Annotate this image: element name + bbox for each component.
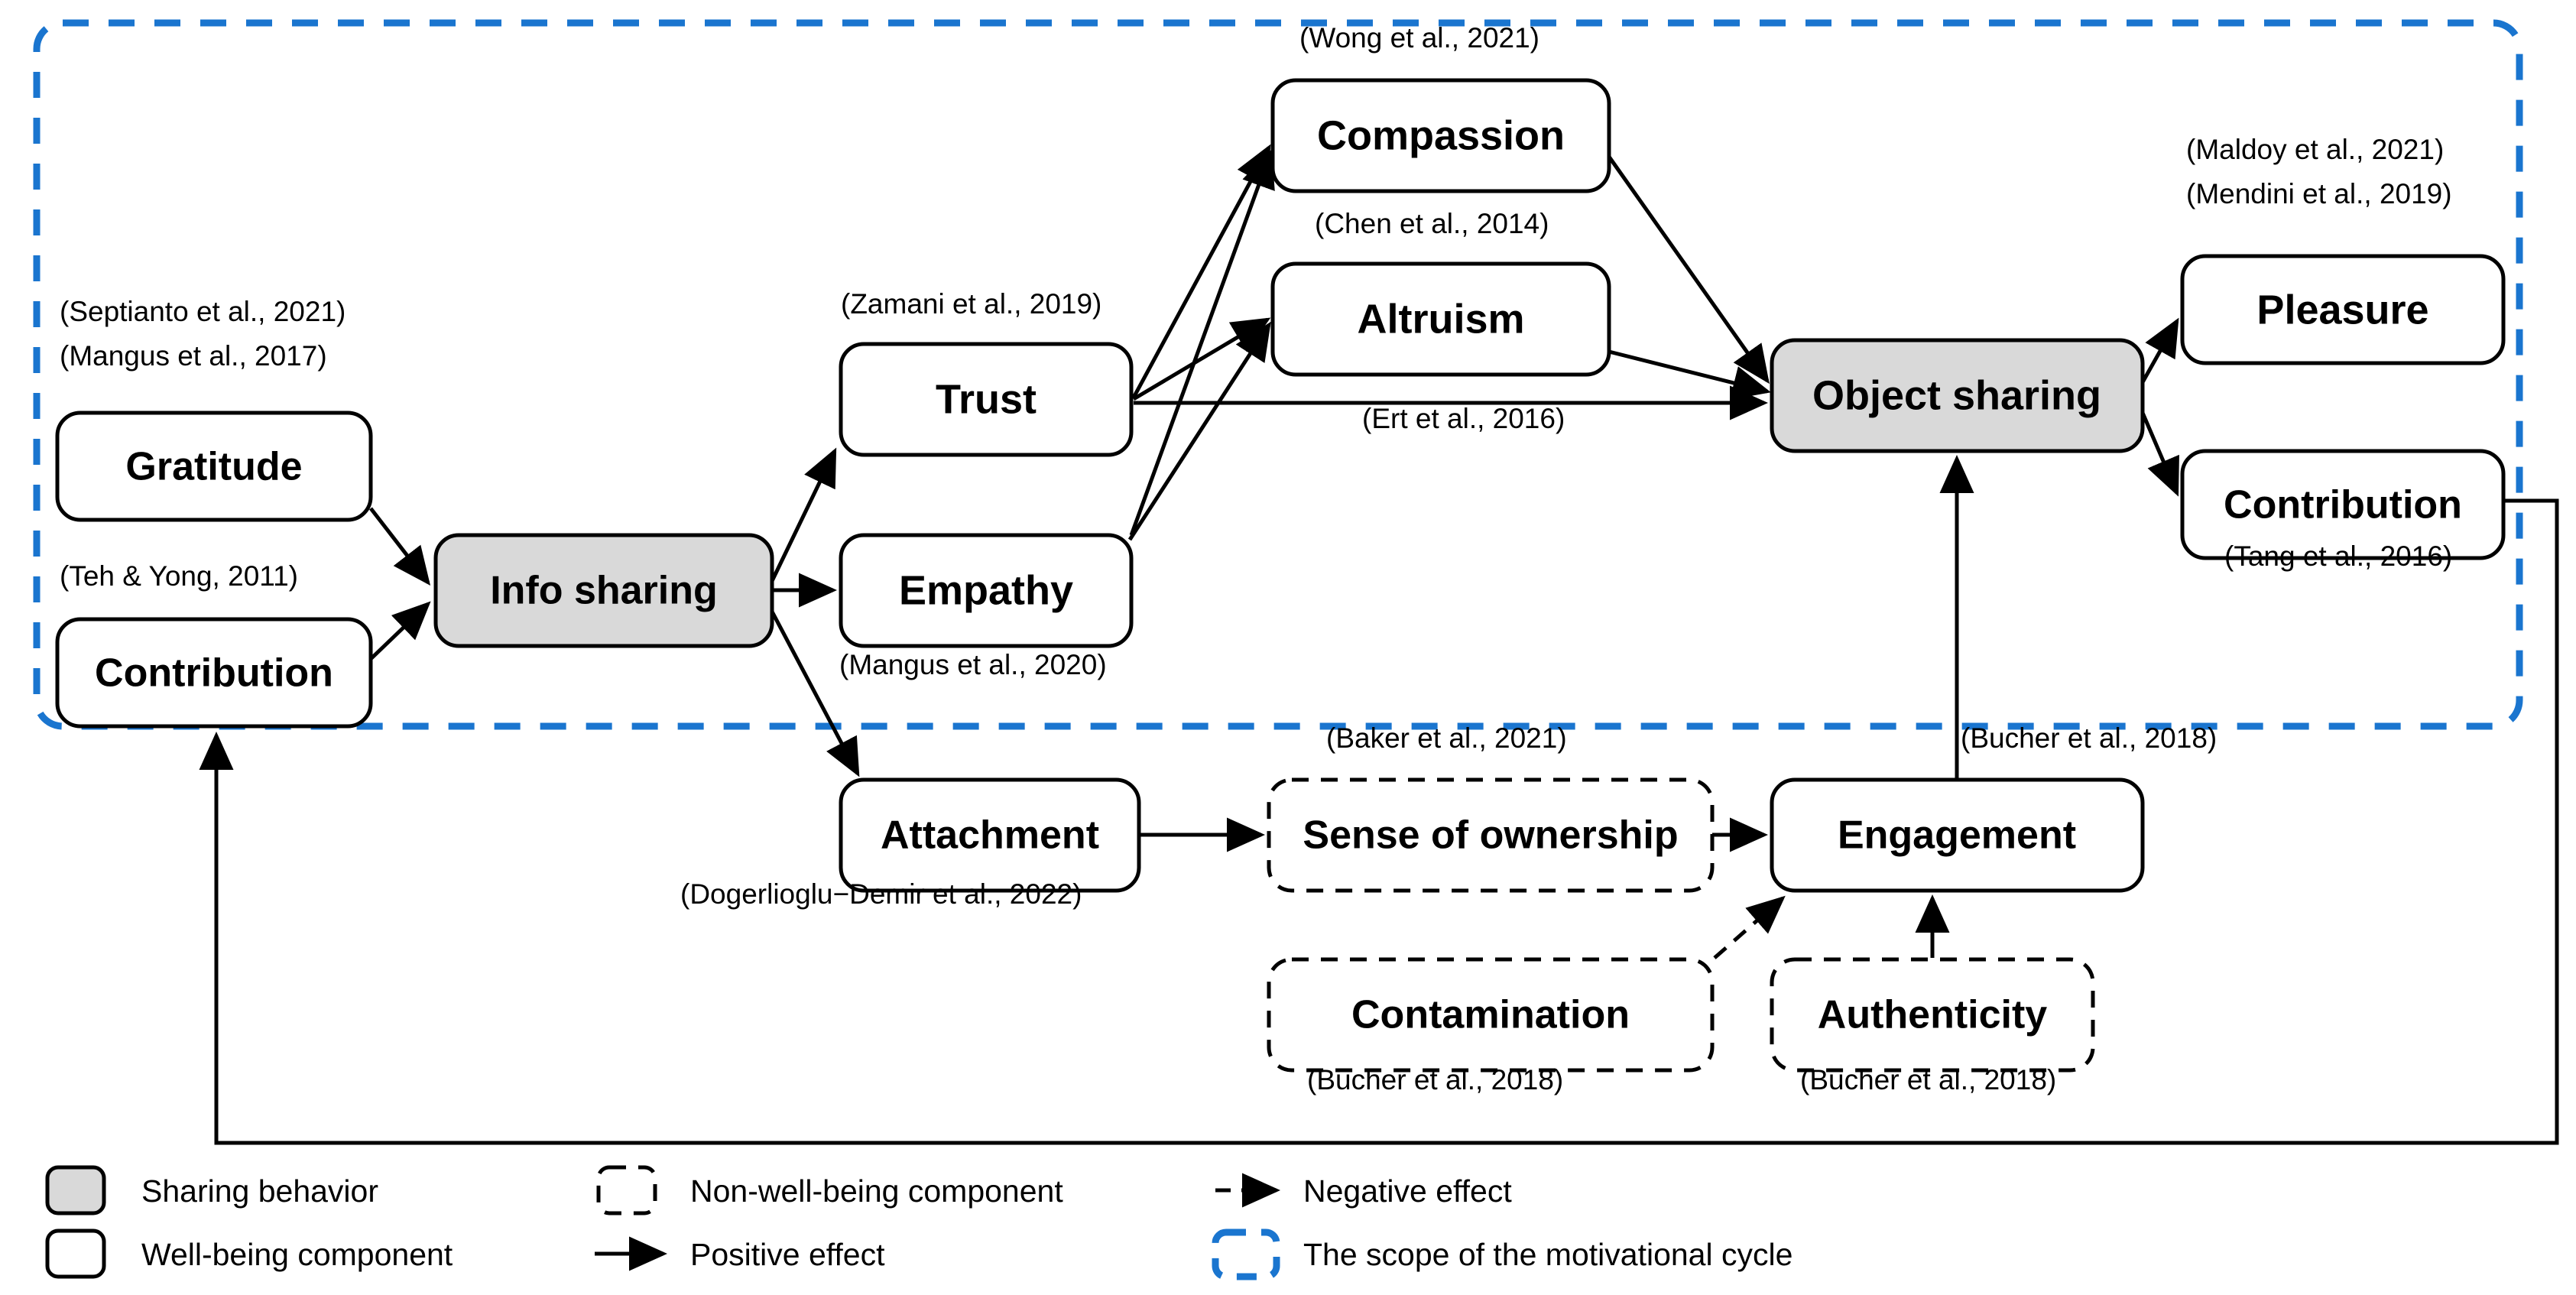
node-object-sharing-box[interactable] <box>1770 338 2145 453</box>
node-compassion-box[interactable] <box>1270 78 1611 193</box>
edge-info-sharing-to-attachment <box>770 610 860 777</box>
node-compassion[interactable]: Compassion <box>1270 78 1611 193</box>
edge-gratitude-to-info-sharing <box>369 507 431 586</box>
legend-label-scope-of-cycle: The scope of the motivational cycle <box>1303 1237 1792 1272</box>
node-authenticity-box[interactable] <box>1770 957 2095 1073</box>
citation-baker: (Baker et al., 2021) <box>1326 722 1567 754</box>
edge-empathy-to-altruism <box>1127 321 1271 541</box>
node-trust[interactable]: Trust <box>839 342 1134 457</box>
node-pleasure[interactable]: Pleasure <box>2180 254 2506 365</box>
legend-swatch-well-being-component <box>45 1228 106 1279</box>
citation-teh-yong: (Teh & Yong, 2011) <box>60 560 298 592</box>
edge-object-sharing-to-contribution <box>2140 412 2179 497</box>
node-info-sharing[interactable]: Info sharing <box>433 533 774 648</box>
node-gratitude-label: Gratitude <box>125 445 302 489</box>
node-authenticity-label: Authenticity <box>1818 993 2048 1037</box>
node-sense-of-ownership-box[interactable] <box>1267 777 1715 893</box>
citation-septianto: (Septianto et al., 2021) <box>60 296 346 327</box>
node-empathy[interactable]: Empathy <box>839 533 1134 648</box>
citation-maldoy: (Maldoy et al., 2021) <box>2186 134 2444 165</box>
citation-wong: (Wong et al., 2021) <box>1299 22 1539 54</box>
node-gratitude[interactable]: Gratitude <box>55 411 373 522</box>
legend-label-positive-effect: Positive effect <box>690 1237 885 1272</box>
citation-dogerlioglu-demir: (Dogerlioglu−Demir et al., 2022) <box>680 878 1082 910</box>
citations-layer: (Septianto et al., 2021) (Mangus et al.,… <box>60 22 2452 1095</box>
node-contribution-right-box[interactable] <box>2180 449 2506 560</box>
edge-object-sharing-to-pleasure <box>2140 317 2179 384</box>
citation-bucher-authenticity: (Bucher et al., 2018) <box>1800 1064 2056 1095</box>
node-trust-label: Trust <box>936 376 1037 422</box>
scope-boundary <box>33 19 2523 730</box>
citation-mangus-2020: (Mangus et al., 2020) <box>839 649 1107 680</box>
node-altruism[interactable]: Altruism <box>1270 261 1611 377</box>
edge-altruism-to-object-sharing <box>1608 349 1771 400</box>
node-contribution-left-label: Contribution <box>95 651 333 696</box>
node-sense-of-ownership[interactable]: Sense of ownership <box>1267 777 1715 893</box>
legend-label-well-being-component: Well-being component <box>141 1237 453 1272</box>
node-gratitude-box[interactable] <box>55 411 373 522</box>
node-trust-box[interactable] <box>839 342 1134 457</box>
edge-compassion-to-object-sharing <box>1607 155 1770 385</box>
node-compassion-label: Compassion <box>1317 112 1565 158</box>
legend-swatch-non-well-being-component <box>596 1165 657 1215</box>
node-altruism-box[interactable] <box>1270 261 1611 377</box>
node-contribution-left[interactable]: Contribution <box>55 617 373 729</box>
node-pleasure-label: Pleasure <box>2256 287 2428 333</box>
edge-empathy-to-compassion <box>1129 149 1275 536</box>
node-contribution-right-label: Contribution <box>2224 483 2462 527</box>
node-sense-of-ownership-label: Sense of ownership <box>1303 813 1678 858</box>
citation-bucher-contamination: (Bucher et al., 2018) <box>1307 1064 1563 1095</box>
citation-tang: (Tang et al., 2016) <box>2224 540 2452 572</box>
node-contribution-left-box[interactable] <box>55 617 373 729</box>
node-engagement-label: Engagement <box>1838 813 2076 858</box>
node-attachment-box[interactable] <box>839 777 1141 893</box>
node-attachment[interactable]: Attachment <box>839 777 1141 893</box>
node-contamination-label: Contamination <box>1351 993 1630 1037</box>
legend-label-non-well-being-component: Non-well-being component <box>690 1173 1063 1209</box>
node-object-sharing-label: Object sharing <box>1812 372 2101 418</box>
node-empathy-box[interactable] <box>839 533 1134 648</box>
node-attachment-label: Attachment <box>881 813 1099 858</box>
nodes-layer: Gratitude Contribution Info sharing Trus… <box>55 78 2506 1073</box>
node-altruism-label: Altruism <box>1357 296 1524 342</box>
node-authenticity[interactable]: Authenticity <box>1770 957 2095 1073</box>
citation-ert: (Ert et al., 2016) <box>1362 403 1565 434</box>
node-engagement[interactable]: Engagement <box>1770 777 2145 893</box>
legend-swatch-scope-of-cycle <box>1212 1228 1280 1280</box>
node-empathy-label: Empathy <box>899 567 1073 613</box>
edge-contribution-feedback-loop <box>199 498 2559 1145</box>
citation-mangus-2017: (Mangus et al., 2017) <box>60 340 327 372</box>
edges-layer <box>199 144 2559 1145</box>
node-engagement-box[interactable] <box>1770 777 2145 893</box>
legend-swatch-sharing-behavior <box>45 1165 106 1215</box>
edge-contribution-to-info-sharing <box>369 601 431 660</box>
edge-contamination-to-engagement-negative <box>1713 895 1786 959</box>
citation-mendini: (Mendini et al., 2019) <box>2186 178 2452 209</box>
legend: Sharing behavior Well-being component No… <box>45 1165 1792 1280</box>
node-pleasure-box[interactable] <box>2180 254 2506 365</box>
legend-label-sharing-behavior: Sharing behavior <box>141 1173 378 1209</box>
node-object-sharing[interactable]: Object sharing <box>1770 338 2145 453</box>
node-contribution-right[interactable]: Contribution <box>2180 449 2506 560</box>
citation-bucher-engagement: (Bucher et al., 2018) <box>1961 722 2217 754</box>
node-info-sharing-label: Info sharing <box>490 569 718 613</box>
edge-info-sharing-to-trust <box>770 447 837 583</box>
citation-chen: (Chen et al., 2014) <box>1315 208 1549 239</box>
citation-zamani: (Zamani et al., 2019) <box>841 288 1101 320</box>
node-info-sharing-box[interactable] <box>433 533 774 648</box>
legend-label-negative-effect: Negative effect <box>1303 1173 1512 1209</box>
node-contamination-box[interactable] <box>1267 957 1715 1073</box>
node-contamination[interactable]: Contamination <box>1267 957 1715 1073</box>
